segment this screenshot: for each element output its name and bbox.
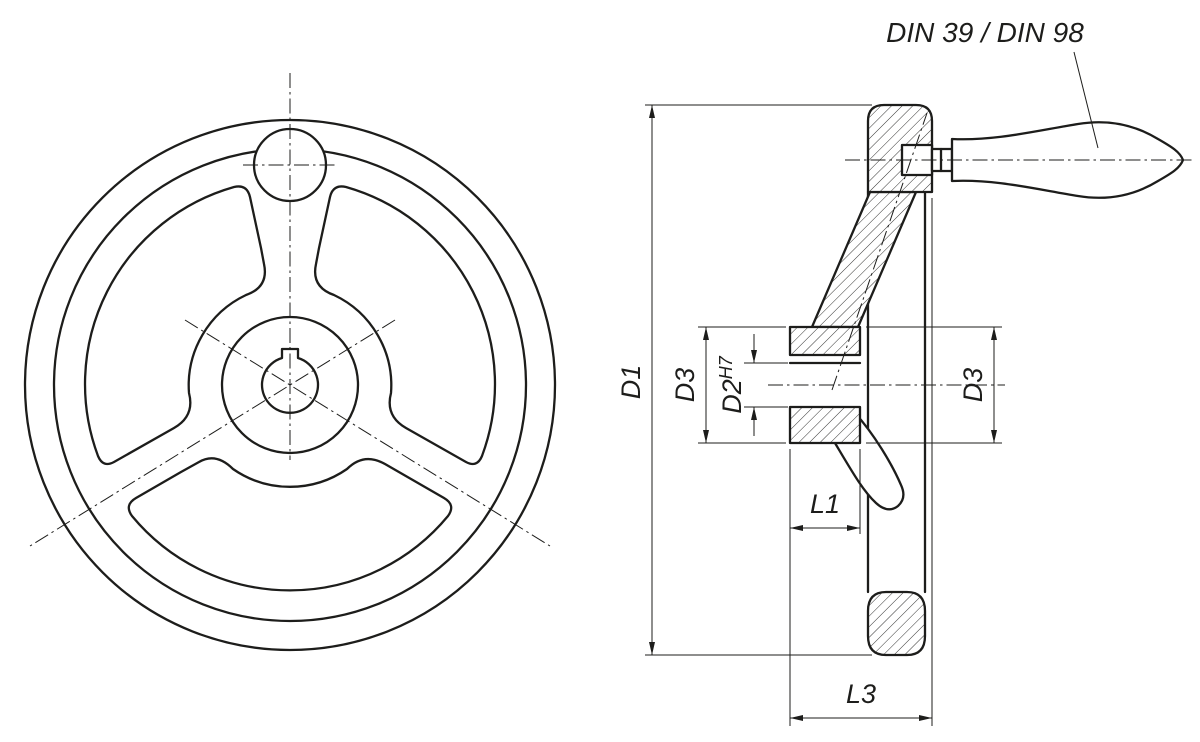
front-view — [23, 73, 557, 652]
section-view — [768, 103, 1192, 657]
spoke-opening-upper-left — [83, 185, 266, 466]
section-centerlines — [768, 112, 1192, 391]
dim-label-d3-left: D3 — [670, 368, 700, 403]
dimension-d3-right: D3 — [866, 326, 1002, 444]
leader-line — [1073, 51, 1099, 149]
front-view-centerlines — [29, 73, 551, 547]
dim-label-l1: L1 — [810, 489, 840, 519]
dim-label-d2: D2H7 — [716, 355, 747, 414]
dim-label-l3: L3 — [846, 679, 876, 709]
dimension-d2: D2H7 — [716, 334, 788, 436]
spoke-opening-bottom — [127, 457, 453, 592]
din-standard-note: DIN 39 / DIN 98 — [886, 17, 1099, 149]
dimension-l1: L1 — [789, 449, 861, 726]
din-note-text: DIN 39 / DIN 98 — [886, 17, 1084, 48]
dim-label-d2-base: D2 — [717, 379, 747, 414]
dim-label-d2-tolerance: H7 — [716, 355, 736, 379]
dimension-l3: L3 — [790, 198, 933, 726]
spoke-opening-upper-right — [314, 185, 497, 466]
dim-label-d1: D1 — [616, 365, 646, 400]
dimension-d3-left: D3 — [670, 326, 786, 444]
dimension-d1: D1 — [616, 104, 872, 656]
dim-label-d3-right: D3 — [958, 368, 988, 403]
hub-outline — [788, 325, 862, 445]
